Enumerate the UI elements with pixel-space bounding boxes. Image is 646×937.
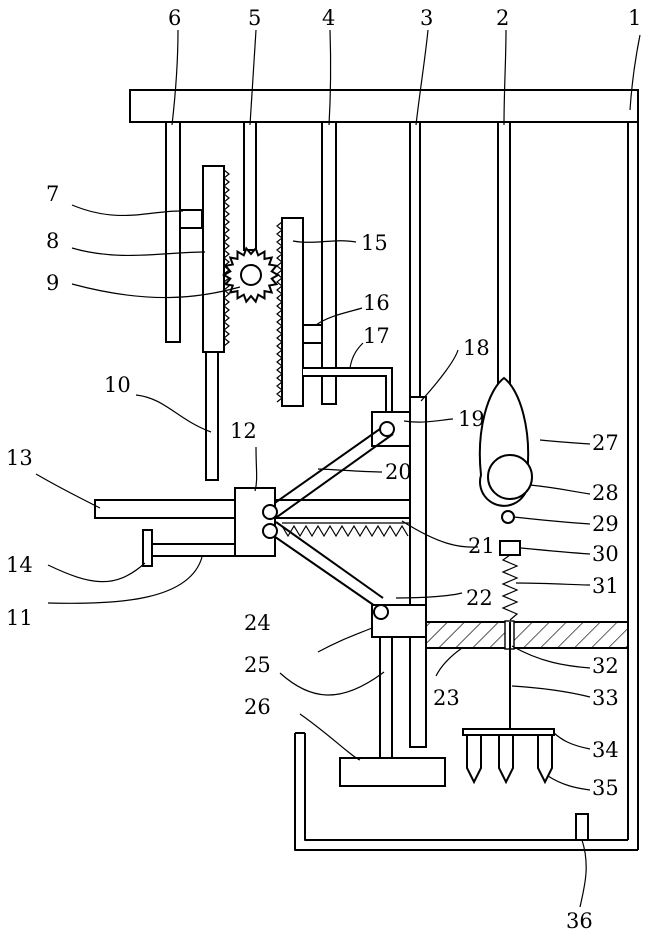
label-4: 4	[322, 6, 335, 30]
label-16: 16	[363, 291, 390, 315]
label-32: 32	[592, 654, 619, 678]
knives-35	[467, 735, 552, 782]
label-8: 8	[46, 229, 59, 253]
bracket-17	[303, 368, 392, 414]
label-17: 17	[363, 324, 390, 348]
rod-10	[206, 352, 218, 480]
label-19: 19	[458, 407, 485, 431]
guide-rod-18	[410, 397, 426, 747]
slider-16	[303, 325, 322, 343]
label-12: 12	[230, 419, 257, 443]
link-bar	[275, 500, 410, 518]
label-13: 13	[6, 446, 33, 470]
rod-6	[166, 122, 180, 342]
label-27: 27	[592, 431, 619, 455]
rack-8	[203, 166, 229, 352]
label-31: 31	[592, 574, 619, 598]
label-18: 18	[463, 336, 490, 360]
block-12	[235, 488, 275, 556]
gear-9	[224, 248, 278, 301]
block-30	[500, 541, 520, 555]
knob-14	[143, 530, 152, 566]
label-30: 30	[592, 542, 619, 566]
label-22: 22	[466, 586, 493, 610]
push-rod-25	[380, 637, 392, 758]
rack-15	[277, 218, 303, 406]
label-5: 5	[248, 6, 261, 30]
label-33: 33	[592, 686, 619, 710]
rod-4	[322, 122, 336, 404]
label-7: 7	[46, 182, 59, 206]
label-2: 2	[496, 6, 509, 30]
label-3: 3	[420, 6, 433, 30]
label-10: 10	[104, 373, 131, 397]
pivot	[263, 505, 277, 519]
pivot	[263, 524, 277, 538]
slider-7	[180, 210, 202, 228]
hinge-29	[502, 511, 514, 523]
label-24: 24	[244, 611, 271, 635]
cam-27	[480, 378, 532, 506]
partition-23	[426, 622, 628, 648]
press-plate-26	[340, 758, 445, 786]
label-29: 29	[592, 512, 619, 536]
pivot	[380, 422, 394, 436]
label-11: 11	[6, 606, 33, 630]
label-20: 20	[385, 460, 412, 484]
leader-lines	[36, 30, 640, 907]
label-9: 9	[46, 271, 59, 295]
label-14: 14	[6, 553, 33, 577]
label-6: 6	[168, 6, 181, 30]
label-36: 36	[566, 909, 593, 933]
label-15: 15	[361, 231, 388, 255]
rod-3	[410, 122, 420, 397]
pivot	[374, 605, 388, 619]
label-34: 34	[592, 738, 619, 762]
spring-21	[282, 523, 410, 536]
label-21: 21	[468, 534, 495, 558]
label-25: 25	[244, 653, 271, 677]
label-1: 1	[628, 6, 641, 30]
label-35: 35	[592, 776, 619, 800]
bar-13	[95, 500, 235, 518]
label-23: 23	[433, 686, 460, 710]
label-26: 26	[244, 695, 271, 719]
bar-11	[150, 544, 235, 556]
label-28: 28	[592, 481, 619, 505]
rod-5	[244, 122, 256, 250]
spring-31	[503, 555, 517, 620]
